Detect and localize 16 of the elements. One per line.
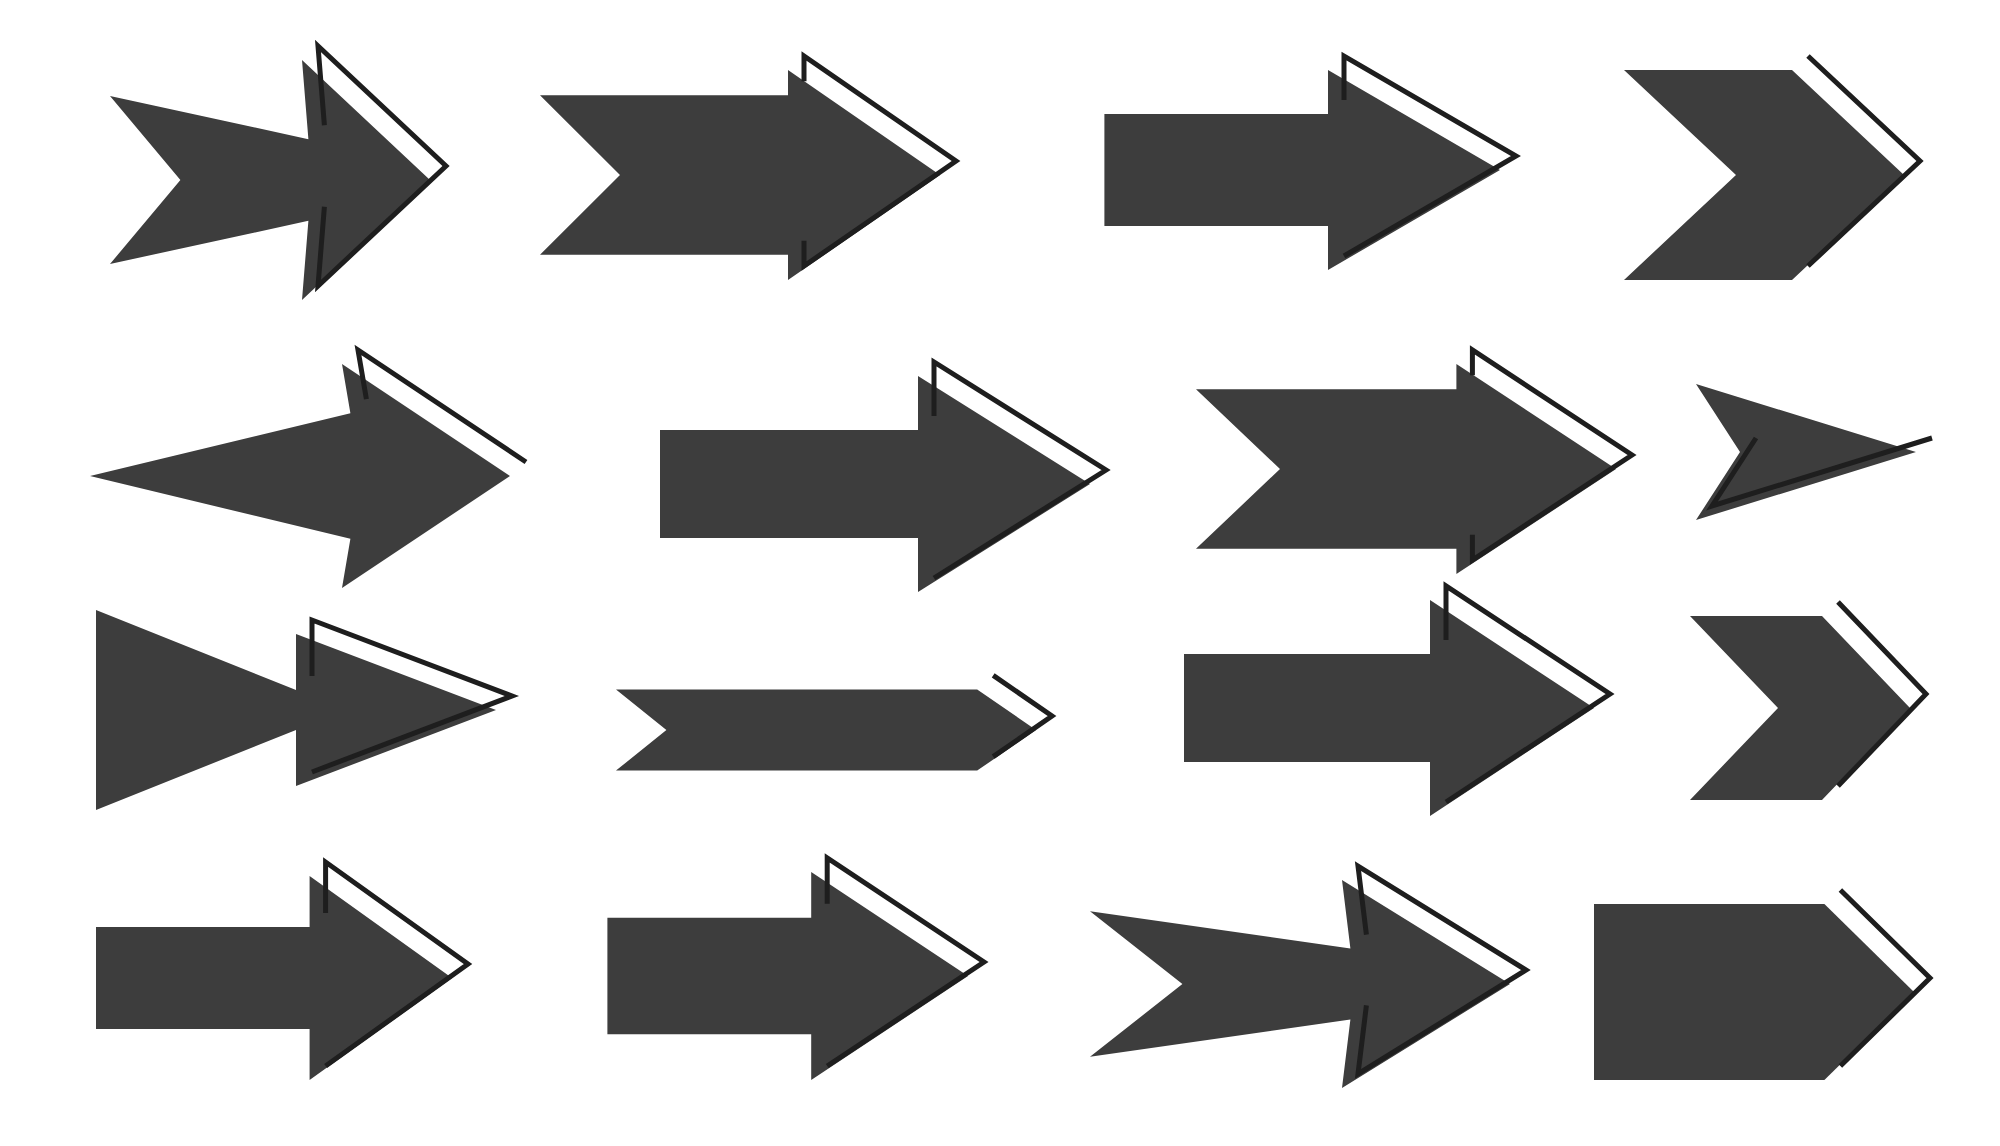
arrow-icon: [1594, 888, 1934, 1080]
arrow-icon: [607, 853, 989, 1080]
arrow-icon: [1690, 600, 1930, 800]
arrow-icon: [1184, 581, 1615, 816]
arrow-icon: [96, 610, 520, 810]
arrow-icon: [660, 357, 1111, 592]
arrow-icon: [1624, 54, 1924, 280]
arrow-icon: [1104, 51, 1521, 270]
arrow-icon: [90, 344, 528, 588]
arrow-icon: [1196, 345, 1637, 574]
arrow-icon: [1696, 384, 1933, 520]
arrow-icon: [110, 39, 450, 300]
arrow-icon: [96, 857, 473, 1080]
arrow-icon: [540, 51, 961, 280]
arrow-icon: [616, 673, 1057, 771]
arrow-icon: [1090, 861, 1531, 1088]
